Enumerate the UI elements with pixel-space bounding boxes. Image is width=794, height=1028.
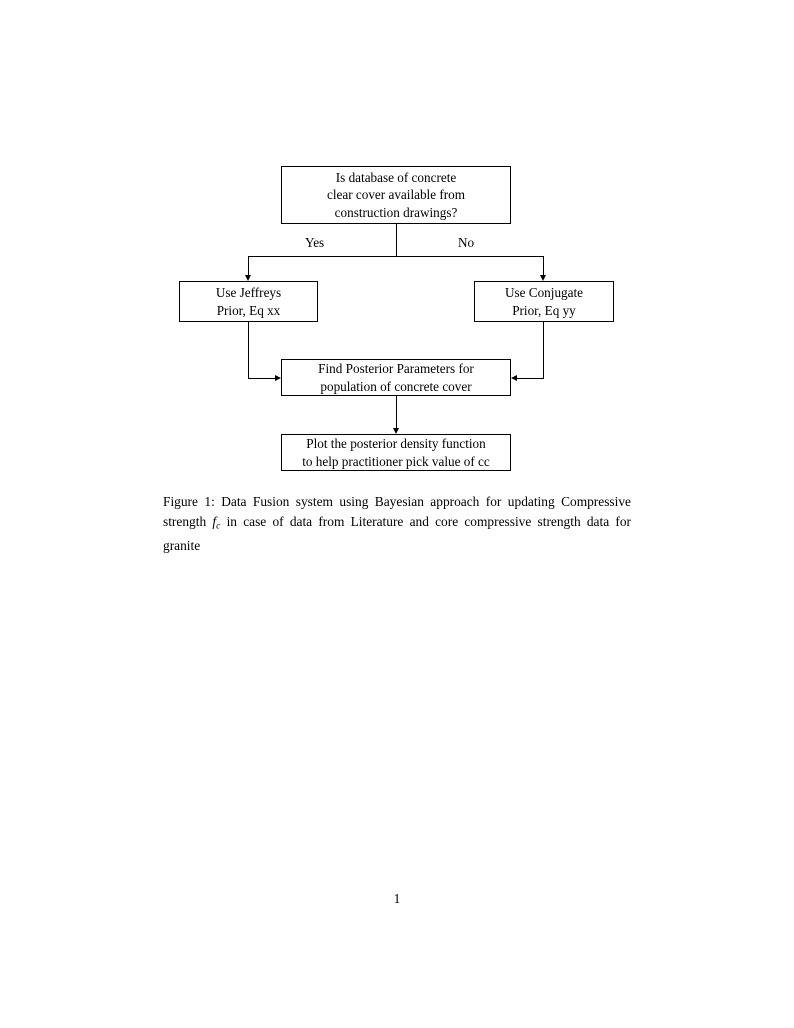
node-decision-line-3: construction drawings? (334, 204, 458, 220)
edge-decision-stem (396, 224, 397, 256)
caption-text-part-2: in case of data from Literature and core… (163, 513, 631, 553)
edge-conjugate-left (517, 378, 544, 379)
flowchart-node-conjugate-prior: Use Conjugate Prior, Eq yy (474, 281, 614, 322)
caption-label: Figure 1: (163, 494, 215, 509)
node-decision-line-1: Is database of concrete (335, 169, 457, 185)
flowchart-node-jeffreys-prior: Use Jeffreys Prior, Eq xx (179, 281, 318, 322)
edge-conjugate-down (543, 322, 544, 378)
node-jeffreys-line-2: Prior, Eq xx (216, 302, 281, 318)
node-posterior-line-1: Find Posterior Parameters for (318, 361, 474, 376)
caption-text-part-1: Data Fusion system using Bayesian approa… (163, 494, 631, 529)
node-decision-line-2: clear cover available from (326, 187, 466, 203)
branch-label-no: No (458, 235, 475, 250)
flowchart-node-find-posterior: Find Posterior Parameters for population… (281, 359, 511, 396)
figure-flowchart: Is database of concrete clear cover avai… (0, 0, 794, 490)
caption-math-subscript: c (216, 519, 221, 531)
edge-posterior-to-plot-arrowhead (393, 428, 399, 434)
edge-jeffreys-right (248, 378, 275, 379)
page-number: 1 (393, 891, 401, 906)
edge-jeffreys-arrowhead (275, 375, 281, 381)
node-conjugate-line-2: Prior, Eq yy (512, 302, 576, 318)
node-plot-line-1: Plot the posterior density function (306, 436, 486, 451)
node-plot-line-2: to help practitioner pick value of cc (302, 453, 490, 469)
edge-yes-drop (248, 256, 249, 275)
node-conjugate-line-1: Use Conjugate (504, 285, 583, 300)
edge-yes-arrowhead (245, 275, 251, 281)
edge-posterior-to-plot (396, 396, 397, 428)
node-posterior-line-2: population of concrete cover (320, 378, 472, 394)
branch-label-yes: Yes (305, 235, 325, 250)
figure-caption: Figure 1: Data Fusion system using Bayes… (163, 492, 631, 555)
edge-split-bar (248, 256, 544, 257)
edge-jeffreys-down (248, 322, 249, 378)
flowchart-node-plot-density: Plot the posterior density function to h… (281, 434, 511, 471)
edge-conjugate-arrowhead (511, 375, 517, 381)
edge-no-arrowhead (540, 275, 546, 281)
caption-math-symbol: f (212, 513, 217, 529)
flowchart-node-decision: Is database of concrete clear cover avai… (281, 166, 511, 224)
edge-no-drop (543, 256, 544, 275)
node-jeffreys-line-1: Use Jeffreys (215, 285, 282, 300)
